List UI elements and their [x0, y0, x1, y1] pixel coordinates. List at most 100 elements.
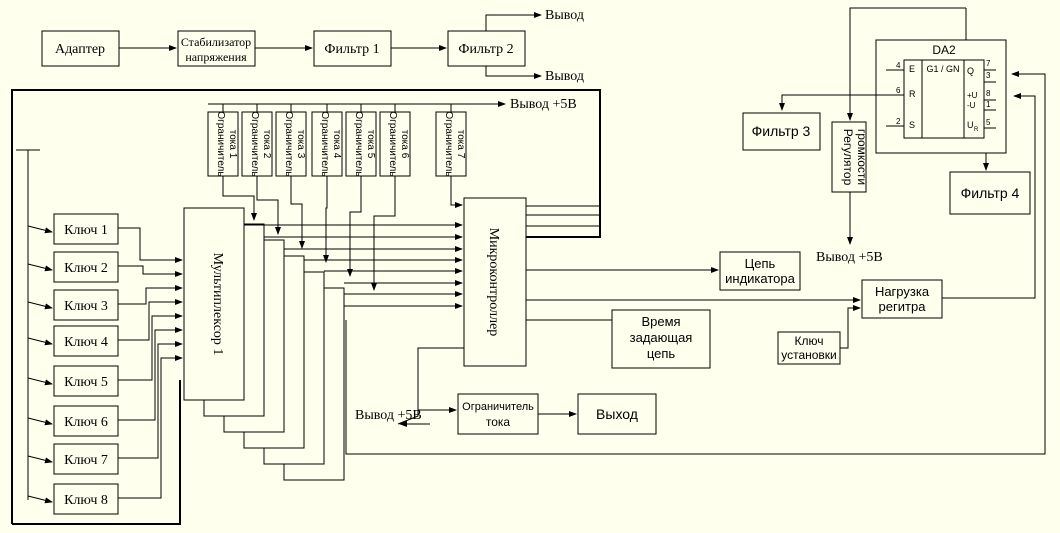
filter4-label: Фильтр 4 — [961, 185, 1020, 201]
limiter-4-label-2: тока 4 — [331, 130, 342, 159]
adapter-block: Адаптер — [41, 30, 120, 67]
out-5v-bottom-label: Вывод +5В — [355, 408, 422, 423]
load-register-block: Нагрузка регитра — [861, 279, 943, 319]
da2-chip: DA2 G1 / GN E R S 4 6 2 Q +U -U U R 7 3 … — [896, 43, 991, 139]
indicator-label-2: индикатора — [725, 271, 795, 286]
out-5v-mid-label: Вывод +5В — [816, 250, 883, 265]
limiter-3-label-1: Ограничитель — [283, 111, 294, 176]
mux-1-label: Мультиплексор 1 — [210, 253, 225, 356]
output-label: Выход — [596, 406, 638, 422]
da2-pin-num-2: 2 — [896, 117, 901, 126]
output-limiter-block: Ограничитель тока — [457, 393, 539, 435]
limiter-7-label-1: Ограничитель — [443, 111, 454, 176]
key-4-block: Ключ 4 — [53, 325, 119, 357]
microcontroller-label: Микроконтроллер — [486, 228, 501, 337]
key-5-block: Ключ 5 — [53, 365, 119, 397]
output-block: Выход — [577, 393, 657, 435]
key-8-label: Ключ 8 — [64, 493, 108, 508]
volume-regulator-block: Регулятор громкости — [831, 121, 869, 193]
timing-label-3: цепь — [647, 346, 676, 361]
volume-label-2: громкости — [855, 129, 869, 185]
key-1-block: Ключ 1 — [53, 213, 119, 245]
limiter-6-label-2: тока 6 — [399, 130, 410, 159]
key-6-label: Ключ 6 — [64, 415, 108, 430]
timing-label-2: задающая — [630, 330, 693, 345]
mux-1-block: Мультиплексор 1 — [183, 207, 245, 401]
key-2-block: Ключ 2 — [53, 251, 119, 283]
limiter-5-label-2: тока 5 — [365, 130, 376, 159]
load-label-1: Нагрузка — [875, 284, 930, 299]
da2-pin-u: U — [967, 120, 974, 130]
indicator-block: Цепь индикатора — [719, 251, 801, 291]
da2-pin-num-5: 5 — [986, 118, 991, 127]
multiplexers-group: Мультиплексор 6Мультиплексор 5Мультиплек… — [183, 207, 463, 481]
filter3-block: Фильтр 3 — [742, 112, 821, 151]
microcontroller-block: Микроконтроллер — [463, 197, 527, 367]
key-setup-block: Ключ установки — [777, 331, 841, 365]
da2-pin-q: Q — [967, 66, 974, 76]
da2-pin-num-7: 7 — [986, 59, 991, 68]
da2-pin-num-6: 6 — [896, 86, 901, 95]
limiter-7-label-2: тока 7 — [455, 130, 466, 159]
limiter-2-label-2: тока 2 — [261, 130, 272, 159]
limiter-2-label-1: Ограничитель — [249, 111, 260, 176]
limiter-4-label-1: Ограничитель — [319, 111, 330, 176]
key-setup-label-2: установки — [781, 348, 837, 362]
filter1-block: Фильтр 1 — [313, 30, 392, 67]
da2-pin-e: E — [909, 64, 915, 74]
da2-func: G1 / GN — [926, 64, 959, 74]
da2-pin-num-4: 4 — [896, 61, 901, 70]
filter4-block: Фильтр 4 — [949, 171, 1031, 215]
da2-pin-num-1: 1 — [986, 100, 991, 109]
volume-label-1: Регулятор — [841, 129, 855, 186]
key-setup-label-1: Ключ — [795, 334, 824, 348]
da2-pin-minus-u: -U — [967, 101, 976, 110]
filter2-label: Фильтр 2 — [458, 42, 513, 57]
da2-pin-plus-u: +U — [967, 91, 978, 100]
da2-name: DA2 — [932, 43, 956, 57]
stabilizer-block: Стабилизатор напряжения — [177, 30, 256, 67]
da2-pin-num-3: 3 — [986, 71, 991, 80]
indicator-label-1: Цепь — [745, 256, 776, 271]
key-1-label: Ключ 1 — [64, 223, 108, 238]
key-4-label: Ключ 4 — [64, 335, 108, 350]
filter1-label: Фильтр 1 — [324, 42, 379, 57]
key-6-block: Ключ 6 — [53, 405, 119, 437]
load-label-2: регитра — [879, 299, 927, 314]
filter2-block: Фильтр 2 — [447, 30, 526, 67]
da2-pin-r: R — [909, 89, 916, 99]
key-3-label: Ключ 3 — [64, 299, 108, 314]
keys-group: Ключ 1 Ключ 2 Ключ 3 Ключ 4 Ключ 5 Ключ 6 Ключ… — [27, 213, 183, 515]
stabilizer-label-2: напряжения — [185, 50, 247, 64]
da2-pin-num-8: 8 — [986, 89, 991, 98]
out-top-label: Вывод — [545, 8, 584, 23]
filter3-label: Фильтр 3 — [752, 123, 811, 139]
key-7-block: Ключ 7 — [53, 443, 119, 475]
out-5v-top-label: Вывод +5В — [510, 97, 577, 112]
limiter-1-label-2: тока 1 — [227, 130, 238, 159]
adapter-label: Адаптер — [55, 42, 105, 57]
out-bottom-label: Вывод — [545, 69, 584, 84]
limiter-5-label-1: Ограничитель — [353, 111, 364, 176]
limiter-3-label-2: тока 3 — [295, 130, 306, 159]
stabilizer-label-1: Стабилизатор — [181, 35, 251, 49]
output-limiter-label-2: тока — [486, 415, 511, 429]
limiter-1-label-1: Ограничитель — [215, 111, 226, 176]
output-limiter-label-1: Ограничитель — [462, 401, 534, 413]
key-5-label: Ключ 5 — [64, 375, 108, 390]
limiter-6-label-1: Ограничитель — [387, 111, 398, 176]
timing-circuit-block: Время задающая цепь — [611, 309, 711, 369]
da2-pin-s: S — [909, 120, 915, 130]
key-3-block: Ключ 3 — [53, 289, 119, 321]
timing-label-1: Время — [641, 314, 680, 329]
key-7-label: Ключ 7 — [64, 453, 108, 468]
